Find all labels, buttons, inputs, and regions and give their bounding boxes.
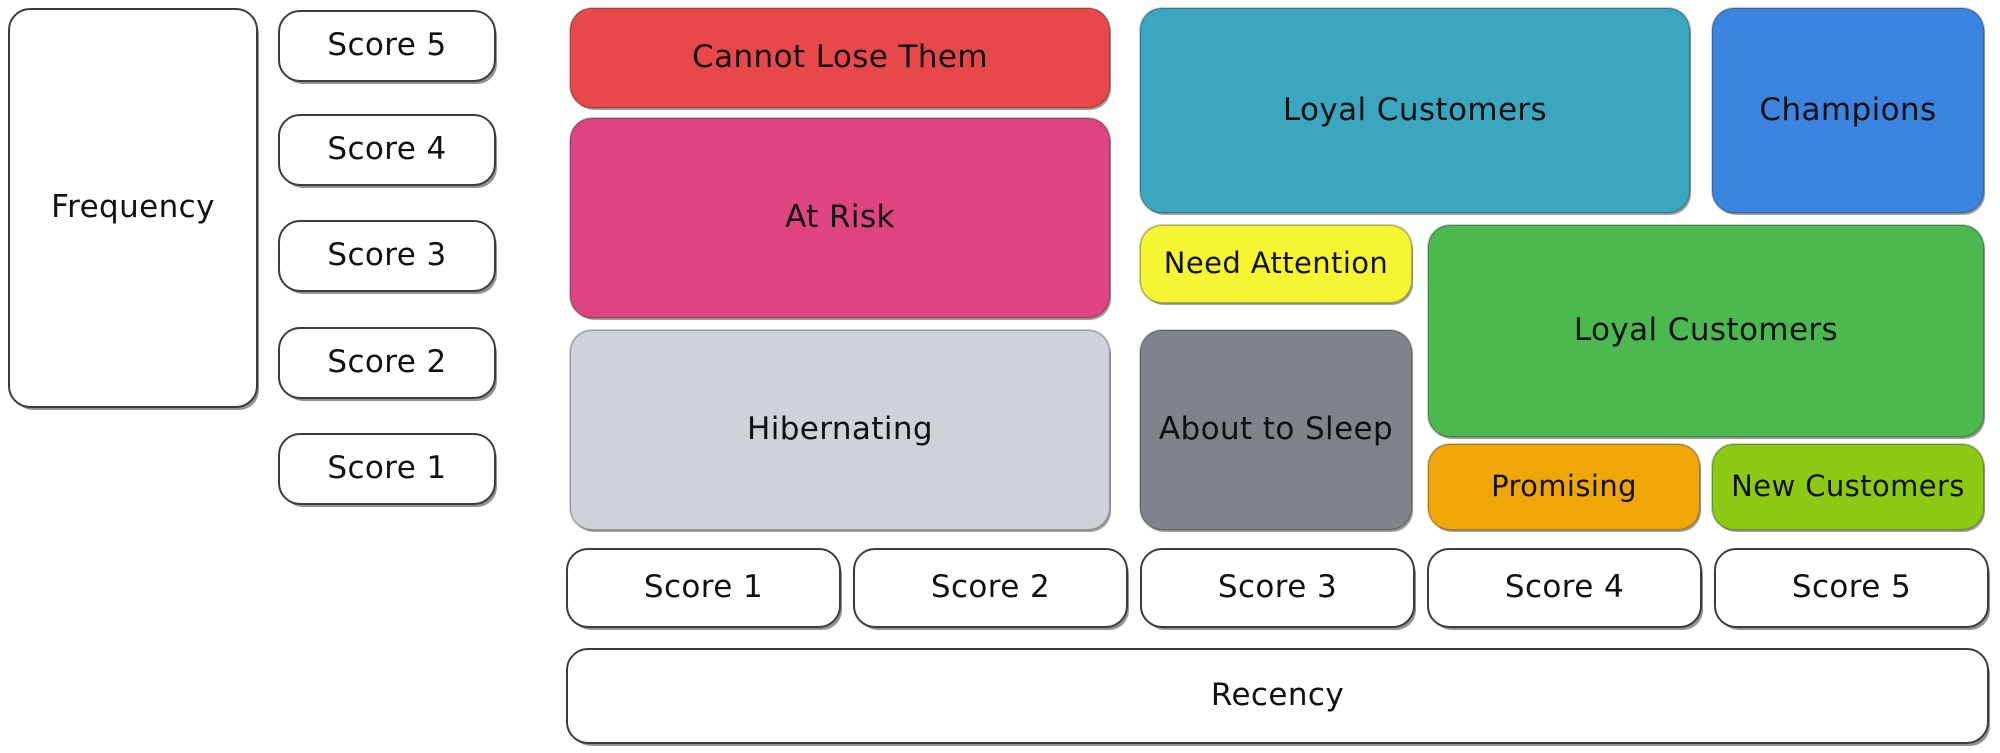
- recency-score-2-text: Score 2: [930, 569, 1051, 606]
- recency-score-2[interactable]: Score 2: [853, 548, 1128, 628]
- segment-need-attention[interactable]: Need Attention: [1140, 225, 1412, 303]
- segment-loyal-customers-teal[interactable]: Loyal Customers: [1140, 8, 1690, 213]
- segment-loyal-customers-teal-label: Loyal Customers: [1282, 91, 1548, 128]
- segment-new-customers[interactable]: New Customers: [1712, 444, 1984, 530]
- frequency-score-4[interactable]: Score 4: [278, 114, 496, 186]
- segment-promising[interactable]: Promising: [1428, 444, 1700, 530]
- recency-score-5[interactable]: Score 5: [1714, 548, 1989, 628]
- segment-about-to-sleep-label: About to Sleep: [1158, 411, 1394, 448]
- recency-score-1-text: Score 1: [643, 569, 764, 606]
- frequency-score-1[interactable]: Score 1: [278, 433, 496, 505]
- frequency-score-4-text: Score 4: [327, 131, 447, 168]
- frequency-axis-label: Frequency: [8, 8, 258, 408]
- frequency-axis-label-text: Frequency: [51, 189, 215, 226]
- segment-loyal-customers-green-label: Loyal Customers: [1573, 312, 1839, 349]
- segment-at-risk[interactable]: At Risk: [570, 118, 1110, 318]
- segment-cannot-lose-them-label: Cannot Lose Them: [692, 39, 988, 76]
- frequency-score-5-text: Score 5: [327, 27, 447, 64]
- segment-champions-label: Champions: [1759, 91, 1937, 128]
- segment-champions[interactable]: Champions: [1712, 8, 1984, 213]
- frequency-score-2-text: Score 2: [327, 344, 447, 381]
- segment-about-to-sleep[interactable]: About to Sleep: [1140, 330, 1412, 530]
- frequency-score-1-text: Score 1: [327, 450, 447, 487]
- segment-promising-label: Promising: [1491, 469, 1637, 504]
- segment-hibernating[interactable]: Hibernating: [570, 330, 1110, 530]
- recency-score-4[interactable]: Score 4: [1427, 548, 1702, 628]
- segment-cannot-lose-them[interactable]: Cannot Lose Them: [570, 8, 1110, 108]
- segment-hibernating-label: Hibernating: [746, 411, 933, 448]
- frequency-score-5[interactable]: Score 5: [278, 10, 496, 82]
- segment-new-customers-label: New Customers: [1731, 469, 1965, 504]
- recency-axis-label-text: Recency: [1210, 677, 1345, 714]
- recency-score-1[interactable]: Score 1: [566, 548, 841, 628]
- frequency-score-3[interactable]: Score 3: [278, 220, 496, 292]
- segment-need-attention-label: Need Attention: [1163, 246, 1389, 281]
- recency-score-4-text: Score 4: [1504, 569, 1625, 606]
- recency-score-3[interactable]: Score 3: [1140, 548, 1415, 628]
- segment-loyal-customers-green[interactable]: Loyal Customers: [1428, 225, 1984, 437]
- frequency-score-3-text: Score 3: [327, 237, 447, 274]
- recency-score-5-text: Score 5: [1791, 569, 1912, 606]
- recency-axis-label: Recency: [566, 648, 1989, 744]
- frequency-score-2[interactable]: Score 2: [278, 327, 496, 399]
- segment-at-risk-label: At Risk: [785, 199, 895, 236]
- recency-score-3-text: Score 3: [1217, 569, 1338, 606]
